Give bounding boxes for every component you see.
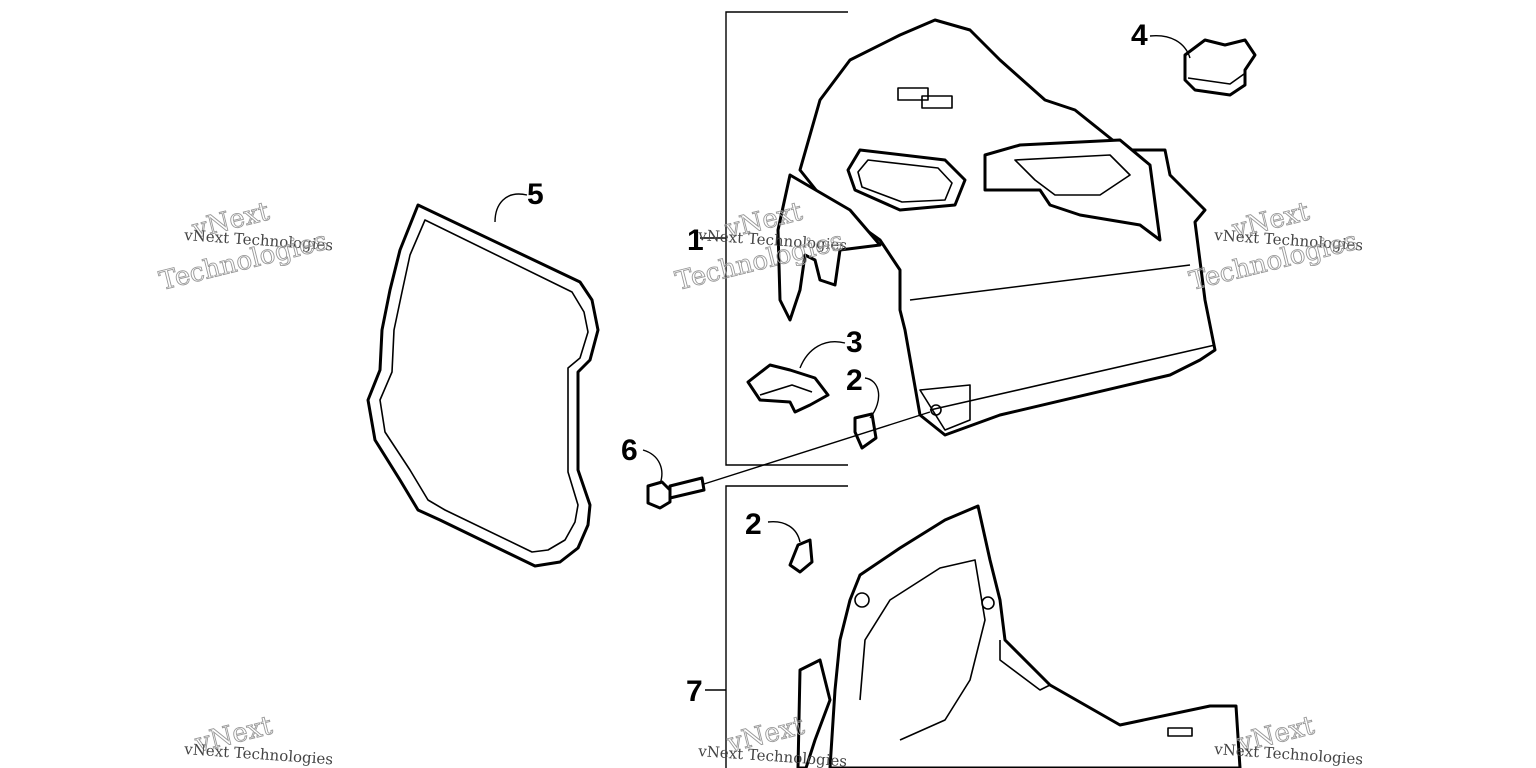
part-3-clip — [746, 363, 830, 414]
part-1-upper-shroud — [776, 18, 1217, 437]
watermark-top-right: vNext vNext Technologies Technologies — [1186, 196, 1364, 297]
callout-4: 4 — [1131, 19, 1148, 52]
part-7-lower-shroud — [796, 504, 1242, 768]
callout-6: 6 — [621, 434, 638, 467]
svg-text:vNext Technologies: vNext Technologies — [183, 740, 334, 768]
part-4-cap — [1183, 38, 1257, 97]
callout-5: 5 — [527, 178, 544, 211]
callout-1: 1 — [687, 224, 704, 257]
part-2-nut-lower — [788, 538, 814, 574]
group-bracket-1 — [700, 11, 848, 466]
leader-2b — [767, 521, 801, 543]
part-2-nut-upper — [853, 412, 878, 450]
watermark-top-left: vNext vNext Technologies Technologies — [156, 196, 334, 297]
part-6-screw — [646, 411, 931, 510]
callout-7: 7 — [686, 675, 703, 708]
leader-3 — [799, 341, 846, 369]
callout-3: 3 — [846, 326, 863, 359]
group-bracket-7 — [705, 485, 848, 768]
callout-2-lower: 2 — [745, 508, 762, 541]
leader-6 — [642, 449, 663, 485]
callout-2-upper: 2 — [846, 364, 863, 397]
watermark-bottom-left: vNext vNext Technologies — [183, 710, 334, 768]
leader-5 — [494, 193, 528, 223]
leader-2a — [864, 377, 880, 419]
leader-4 — [1149, 35, 1191, 59]
part-5-gasket — [366, 203, 600, 568]
watermark-bottom-center: vNext vNext Technologies — [697, 710, 848, 768]
